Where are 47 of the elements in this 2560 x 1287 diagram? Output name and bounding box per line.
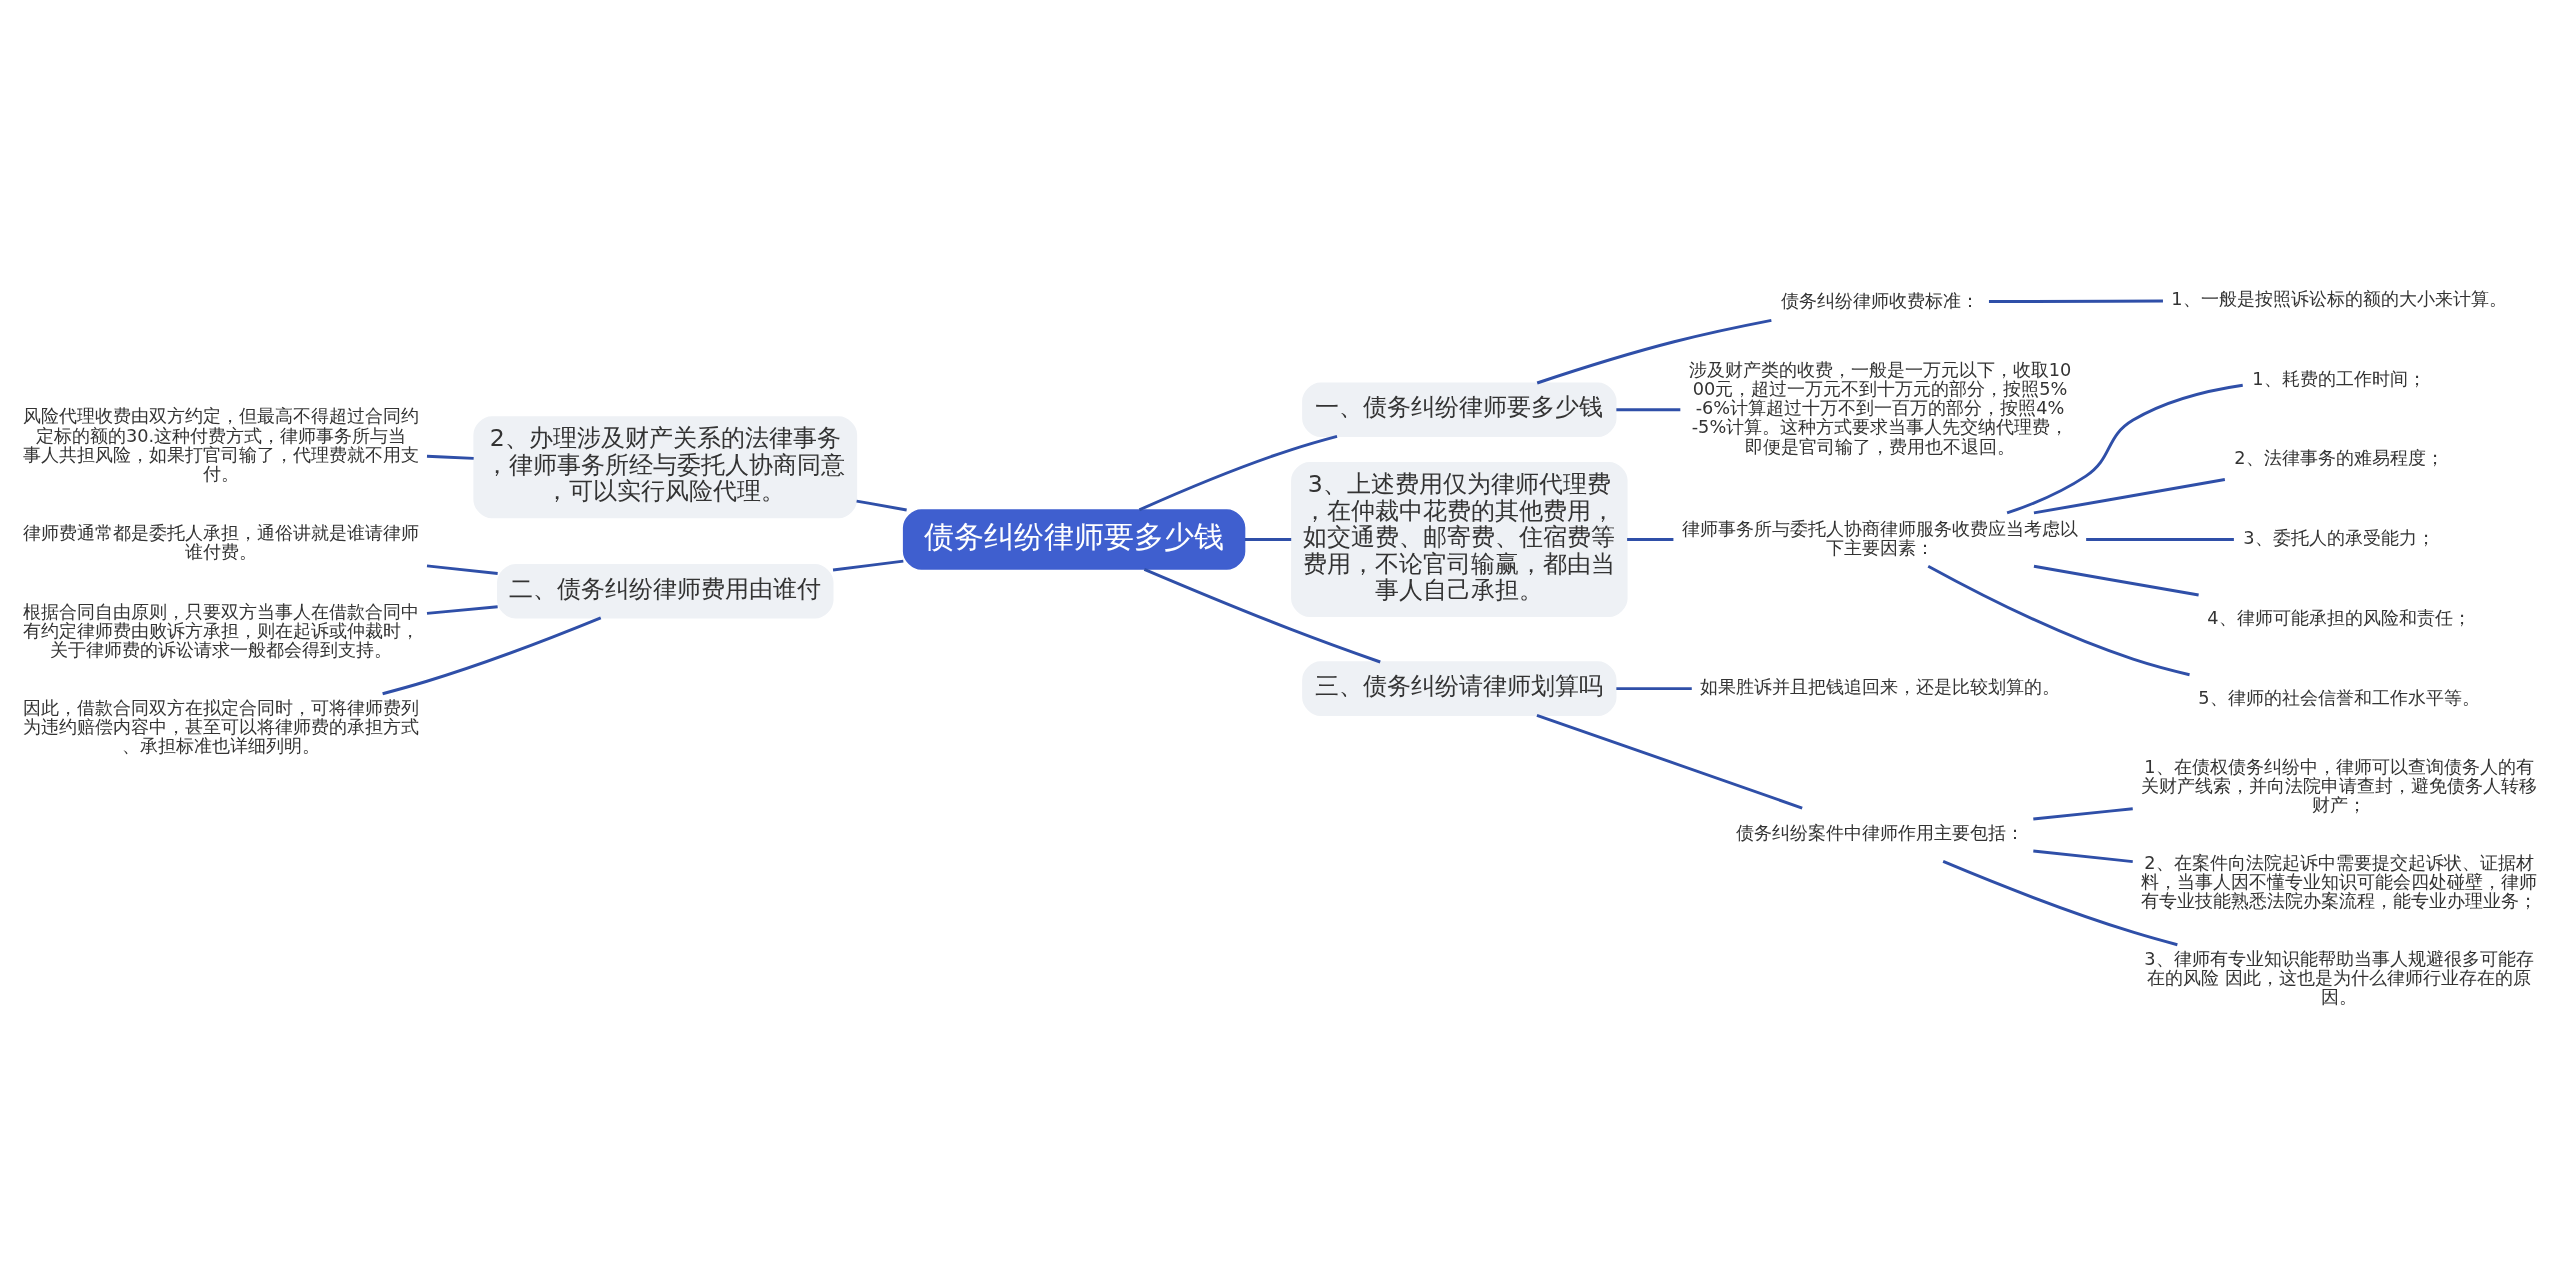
node-text: 5、律师的社会信誉和工作水平等。	[2198, 687, 2480, 708]
node-text: 风险代理收费由双方约定，但最高不得超过合同约定标的额的30.这种付费方式，律师事务所与当事人共担风险，如果打官司输了，代理费就不用支付。	[23, 405, 419, 484]
node-box: 3、上述费用仅为律师代理费，在仲裁中花费的其他费用，如交通费、邮寄费、住宿费等费用，不论官司输赢，都由当事人自己承担。	[1291, 461, 1628, 617]
connector	[1143, 567, 1381, 663]
node-text: 涉及财产类的收费，一般是一万元以下，收取1000元，超过一万元不到十万元的部分，按照5%-6%计算超过十万不到一百万的部分，按照4%-5%计算。这种方式要求当事人先交纳代理费，即便是官司输了，费用也不退回。	[1688, 359, 2072, 457]
node-text: 因此，借款合同双方在拟定合同时，可将律师费列为违约赔偿内容中，甚至可以将律师费的承担方式、承担标准也详细列明。	[23, 697, 419, 756]
connector	[1942, 859, 2178, 946]
node-text: 如果胜诉并且把钱追回来，还是比较划算的。	[1699, 676, 2060, 697]
node-text: 1、在债权债务纠纷中，律师可以查询债务人的有关财产线索，并向法院申请查封，避免债务人转移财产；	[2141, 756, 2537, 815]
node-text: 3、委托人的承受能力；	[2243, 527, 2435, 548]
connector	[382, 616, 602, 695]
connector	[426, 604, 498, 615]
node-text: 1、一般是按照诉讼标的额的大小来计算。	[2171, 288, 2507, 309]
node-box: 三、债务纠纷请律师划算吗	[1302, 660, 1617, 716]
connector	[1988, 299, 2163, 303]
connector	[2033, 806, 2133, 820]
node-text: 2、在案件向法院起诉中需要提交起诉状、证据材料，当事人因不懂专业知识可能会四处碰壁，律师有专业技能熟悉法院办案流程，能专业办理业务；	[2141, 852, 2537, 911]
connector	[2033, 849, 2133, 863]
connector	[1616, 686, 1692, 690]
connector	[2086, 537, 2234, 541]
node-text: 1、耗费的工作时间；	[2252, 368, 2426, 389]
connector	[1138, 434, 1338, 511]
node-text: 债务纠纷律师收费标准：	[1780, 290, 1979, 311]
connector	[856, 499, 907, 511]
node-text: 律师事务所与委托人协商律师服务收费应当考虑以下主要因素：	[1681, 518, 2078, 558]
node-box: 二、债务纠纷律师费用由谁付	[497, 563, 834, 619]
node-text: 债务纠纷案件中律师作用主要包括：	[1735, 822, 2024, 843]
connector	[1536, 318, 1772, 384]
node-box: 2、办理涉及财产关系的法律事务，律师事务所经与委托人协商同意，可以实行风险代理。	[473, 415, 858, 518]
connector	[2006, 383, 2243, 514]
node-text: 3、律师有专业知识能帮助当事人规避很多可能存在的风险 因此，这也是为什么律师行业存在的原因。	[2144, 948, 2534, 1007]
connector	[426, 454, 474, 460]
connector	[832, 559, 904, 572]
node-text: 根据合同自由原则，只要双方当事人在借款合同中有约定律师费由败诉方承担，则在起诉或仲裁时，关于律师费的诉讼请求一般都会得到支持。	[23, 601, 419, 660]
connector	[2033, 564, 2199, 596]
node-text: 2、法律事务的难易程度；	[2234, 447, 2444, 468]
connector	[2033, 477, 2226, 514]
node-box: 一、债务纠纷律师要多少钱	[1302, 381, 1617, 437]
node-box: 债务纠纷律师要多少钱	[902, 508, 1246, 570]
connector	[1244, 537, 1292, 541]
connector	[1616, 407, 1681, 411]
connector	[1927, 564, 2190, 676]
node-text: 律师费通常都是委托人承担，通俗讲就是谁请律师谁付费。	[23, 522, 419, 562]
connector	[426, 563, 498, 575]
connector	[1627, 537, 1674, 541]
node-text: 4、律师可能承担的风险和责任；	[2207, 607, 2471, 628]
connector	[1536, 713, 1803, 809]
